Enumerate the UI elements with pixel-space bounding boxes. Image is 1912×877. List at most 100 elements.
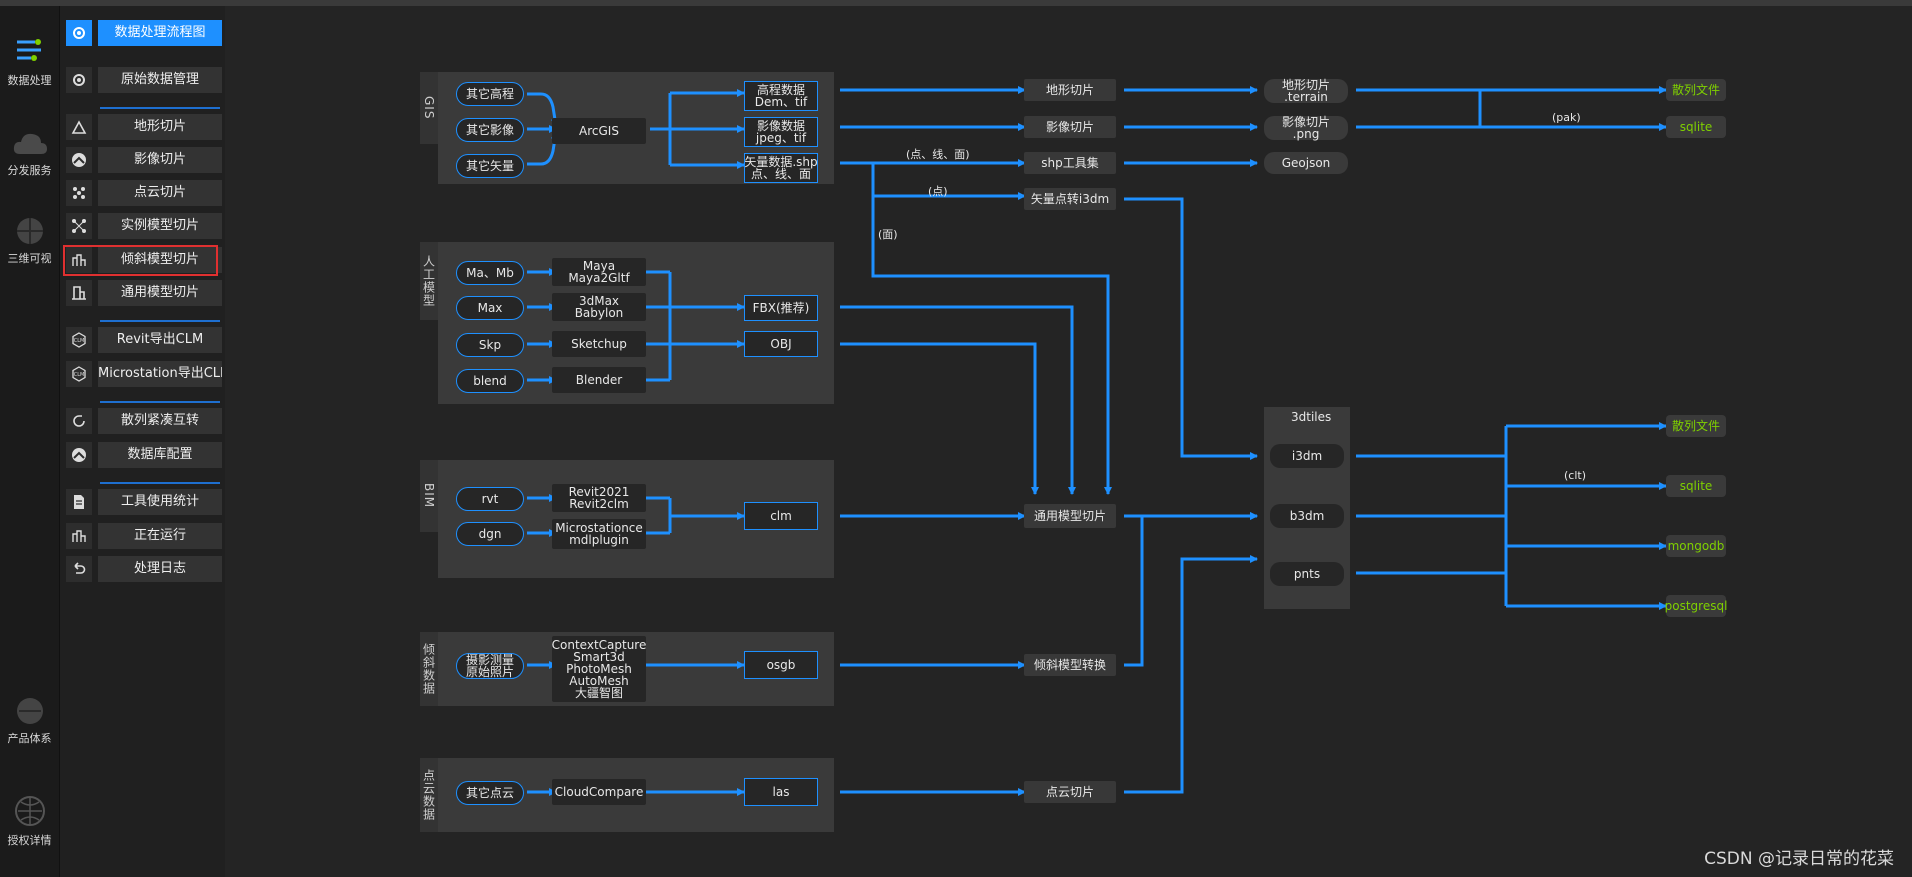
rail-license[interactable]: 授权详情 [0,794,59,848]
node-line: Babylon [574,306,624,320]
node-other-pointcloud[interactable]: 其它点云 [456,781,524,805]
selection-highlight [63,245,218,276]
node-pnts[interactable]: pnts [1270,562,1344,586]
node-line: Revit2021 [568,485,630,499]
rail-product[interactable]: 产品体系 [0,696,59,746]
menu-item-label: 正在运行 [98,523,222,549]
node-line: Dem、tif [754,95,808,109]
node-line: AutoMesh [569,674,629,688]
revit-icon: CLM [66,327,92,353]
node-shp-tool[interactable]: shp工具集 [1024,152,1116,174]
menu-item-label: 处理日志 [98,556,222,582]
node-image-tile[interactable]: 影像切片 [1024,116,1116,138]
node-revit[interactable]: Revit2021 Revit2clm [552,484,646,512]
node-terrain-output[interactable]: 地形切片 .terrain [1264,79,1348,103]
node-vector-data[interactable]: 矢量数据.shp 点、线、面 [744,153,818,183]
menu-divider [100,320,220,322]
node-oblique-convert[interactable]: 倾斜模型转换 [1024,654,1116,676]
node-max[interactable]: Max [456,296,524,320]
node-blend[interactable]: blend [456,369,524,393]
node-image-data[interactable]: 影像数据 jpeg、tif [744,117,818,147]
node-mongodb[interactable]: mongodb [1666,535,1726,557]
node-line: .terrain [1284,90,1328,104]
svg-text:CLM: CLM [74,338,85,344]
node-photogrammetry[interactable]: 摄影测量 原始照片 [456,653,524,679]
node-line: Smart3d [573,650,625,664]
menu-item-label: 实例模型切片 [98,213,222,239]
menu-item-label: 原始数据管理 [98,67,222,93]
node-vector-to-i3dm[interactable]: 矢量点转i3dm [1024,188,1116,210]
menu-item-label: Microstation导出CLM [98,361,222,387]
node-other-vector[interactable]: 其它矢量 [456,154,524,178]
node-hash-file-1[interactable]: 散列文件 [1666,79,1726,101]
node-blender[interactable]: Blender [552,367,646,393]
node-terrain-tile[interactable]: 地形切片 [1024,79,1116,101]
node-cloudcompare[interactable]: CloudCompare [552,779,646,805]
node-postgresql[interactable]: postgresql [1665,595,1727,617]
globe-icon [16,218,43,244]
node-rvt[interactable]: rvt [456,487,524,511]
node-line: 3dMax [578,294,620,308]
node-line: 高程数据 [756,83,805,97]
node-line: PhotoMesh [566,662,632,676]
rail-distribute[interactable]: 分发服务 [0,128,59,178]
edge-label-pak: (pak) [1552,111,1581,124]
node-general-model-tile[interactable]: 通用模型切片 [1024,504,1116,528]
cloud-icon [13,133,47,154]
chart-icon [66,523,92,549]
panel-tab-bim: BIM [420,460,438,532]
node-sqlite-1[interactable]: sqlite [1666,116,1726,138]
node-line: 地形切片 [1281,78,1330,92]
node-pointcloud-tile[interactable]: 点云切片 [1024,781,1116,803]
menu-item-label: 数据库配置 [98,442,222,468]
node-line: 矢量数据.shp [744,155,818,169]
node-ma-mb[interactable]: Ma、Mb [456,261,524,285]
node-maya[interactable]: Maya Maya2Gltf [552,258,646,286]
rail-3d[interactable]: 三维可视 [0,216,59,266]
node-arcgis[interactable]: ArcGIS [552,118,646,144]
panel-tab-gis: GIS [420,72,438,144]
rail-data-process[interactable]: 数据处理 [0,34,59,88]
node-dgn[interactable]: dgn [456,522,524,546]
terrain-icon [66,114,92,140]
undo-icon [66,556,92,582]
node-line: ContextCapture [551,638,647,652]
node-other-elevation[interactable]: 其它高程 [456,82,524,106]
node-line: Maya [582,259,616,273]
node-microstation[interactable]: Microstationce mdlplugin [552,519,646,549]
node-obj[interactable]: OBJ [744,331,818,357]
edge-label-point: (点) [928,185,948,198]
node-line: .png [1292,127,1320,141]
menu-item-label: Revit导出CLM [98,327,222,353]
database-icon [66,442,92,468]
node-line: 摄影测量 [465,653,514,667]
node-sketchup[interactable]: Sketchup [552,331,646,357]
rail-label: 分发服务 [7,164,52,177]
node-line: 原始照片 [465,665,514,679]
node-i3dm[interactable]: i3dm [1270,444,1344,468]
menu-item-label: 数据处理流程图 [98,20,222,46]
node-geojson[interactable]: Geojson [1264,152,1348,174]
node-line: jpeg、tif [755,131,807,145]
product-icon [16,698,43,724]
node-fbx[interactable]: FBX(推荐) [744,295,818,321]
node-hash-file-2[interactable]: 散列文件 [1666,415,1726,437]
node-elevation-data[interactable]: 高程数据 Dem、tif [744,81,818,111]
rail-label: 数据处理 [7,74,52,87]
node-3dmax[interactable]: 3dMax Babylon [552,293,646,321]
node-skp[interactable]: Skp [456,333,524,357]
node-other-image[interactable]: 其它影像 [456,118,524,142]
menu-item-label: 倾斜模型切片 [98,247,222,273]
menu-item-label: 点云切片 [98,180,222,206]
nav-rail: 数据处理 分发服务 三维可视 产品体系 授权详情 [0,6,60,877]
node-clm[interactable]: clm [744,502,818,530]
node-sqlite-2[interactable]: sqlite [1666,475,1726,497]
node-b3dm[interactable]: b3dm [1270,504,1344,528]
node-contextcapture[interactable]: ContextCapture Smart3d PhotoMesh AutoMes… [552,636,646,702]
node-las[interactable]: las [744,778,818,806]
menu-item-label: 地形切片 [98,114,222,140]
node-osgb[interactable]: osgb [744,651,818,679]
rail-label: 产品体系 [7,732,52,745]
node-image-output[interactable]: 影像切片 .png [1264,116,1348,140]
panel-3dtiles-title: 3dtiles [1291,410,1332,424]
